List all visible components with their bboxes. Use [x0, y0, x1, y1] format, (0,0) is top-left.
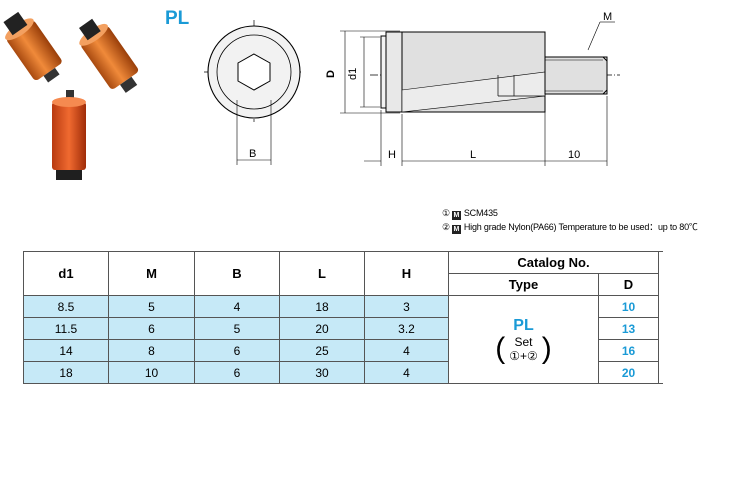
cell-M: 6 [108, 317, 195, 340]
cell-H: 4 [364, 361, 449, 384]
cell-B: 6 [194, 361, 280, 384]
cell-H: 3 [364, 295, 449, 318]
cell-B: 4 [194, 295, 280, 318]
type-set-label: Set [514, 334, 533, 349]
table-edge [658, 251, 663, 384]
cell-D: 13 [598, 317, 659, 340]
cell-B: 6 [194, 339, 280, 362]
cell-L: 20 [279, 317, 365, 340]
material-text: SCM435 [463, 208, 498, 218]
cell-H: 4 [364, 339, 449, 362]
spec-table: d1 M B L H Catalog No. Type D 8.5 5 4 18… [23, 251, 663, 384]
cell-H: 3.2 [364, 317, 449, 340]
dim-label-d1: d1 [347, 68, 359, 80]
type-set-group: ( Set ①+② ) [495, 331, 552, 365]
cell-D: 20 [598, 361, 659, 384]
material-num: ① [442, 208, 450, 218]
cell-L: 25 [279, 339, 365, 362]
dim-label-D: D [325, 70, 337, 78]
cell-d1: 14 [23, 339, 109, 362]
side-view [340, 21, 620, 166]
technical-drawing: B M D d1 H L 10 [204, 11, 620, 166]
cell-d1: 8.5 [23, 295, 109, 318]
cell-M: 10 [108, 361, 195, 384]
cell-d1: 11.5 [23, 317, 109, 340]
dim-label-H: H [388, 149, 396, 161]
cell-type: PL ( Set ①+② ) [448, 295, 599, 384]
type-name: PL [513, 316, 534, 334]
material-mark-icon: M [451, 211, 461, 220]
dim-label-L: L [470, 149, 476, 161]
header-d1: d1 [23, 251, 109, 296]
material-num: ② [442, 222, 450, 232]
type-set-combo: ①+② [509, 348, 538, 363]
table-row: 8.5 5 4 18 3 PL ( Set ①+② ) 10 [23, 295, 663, 384]
cell-B: 5 [194, 317, 280, 340]
cell-M: 5 [108, 295, 195, 318]
table-row: 18 10 6 30 4 20 [23, 361, 663, 384]
cell-D: 10 [598, 295, 659, 318]
header-catalog-no: Catalog No. [448, 251, 659, 274]
header-D: D [598, 273, 659, 296]
material-mark-icon: M [451, 225, 461, 234]
dim-label-10: 10 [568, 149, 580, 161]
dim-label-B: B [249, 148, 256, 160]
table-row: 14 8 6 25 4 16 [23, 339, 663, 362]
header-M: M [108, 251, 195, 296]
cell-L: 18 [279, 295, 365, 318]
header-B: B [194, 251, 280, 296]
cell-M: 8 [108, 339, 195, 362]
cell-D: 16 [598, 339, 659, 362]
cell-L: 30 [279, 361, 365, 384]
dim-label-M: M [603, 11, 612, 23]
product-photo [3, 11, 139, 180]
cell-d1: 18 [23, 361, 109, 384]
product-title: PL [165, 8, 190, 29]
header-type: Type [448, 273, 599, 296]
header-H: H [364, 251, 449, 296]
material-text: High grade Nylon(PA66) Temperature to be… [463, 222, 698, 232]
header-L: L [279, 251, 365, 296]
end-view [204, 20, 302, 165]
